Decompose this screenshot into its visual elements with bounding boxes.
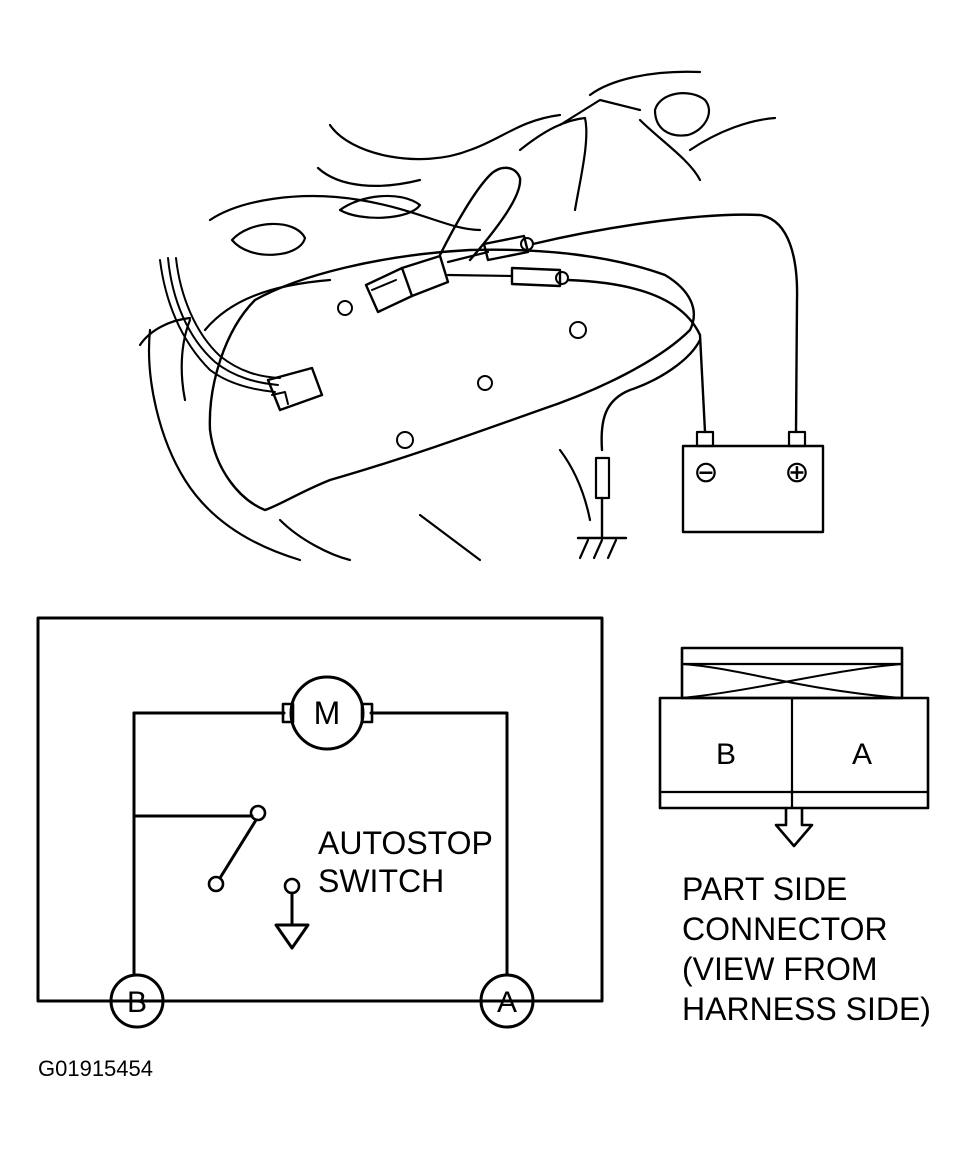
autostop-switch-label-line1: AUTOSTOP <box>318 825 493 861</box>
connector-pin-a-label: A <box>852 738 872 771</box>
terminal-b: B <box>109 973 165 1029</box>
motor-label: M <box>314 695 341 731</box>
figure-id: G01915454 <box>38 1056 153 1081</box>
ground-fuse <box>576 456 628 560</box>
battery-positive-symbol: ⊕ <box>784 456 809 489</box>
connector-caption-line2: CONNECTOR <box>682 911 888 947</box>
battery-negative-symbol: ⊖ <box>693 456 718 489</box>
connector-pin-b-label: B <box>716 738 736 771</box>
connector-caption-line4: HARNESS SIDE) <box>682 991 931 1027</box>
terminal-b-label: B <box>127 986 147 1019</box>
terminal-a: A <box>479 973 535 1029</box>
vehicle-body-illustration <box>138 70 799 562</box>
motor-symbol: M <box>281 675 374 751</box>
battery-symbol: ⊖ ⊕ <box>681 430 825 534</box>
terminal-a-label: A <box>497 986 517 1019</box>
circuit-schematic <box>36 616 604 1003</box>
connector-caption-line1: PART SIDE <box>682 871 847 907</box>
autostop-switch-label-line2: SWITCH <box>318 863 444 899</box>
connector-caption-line3: (VIEW FROM <box>682 951 878 987</box>
part-side-connector: B A <box>658 646 930 848</box>
